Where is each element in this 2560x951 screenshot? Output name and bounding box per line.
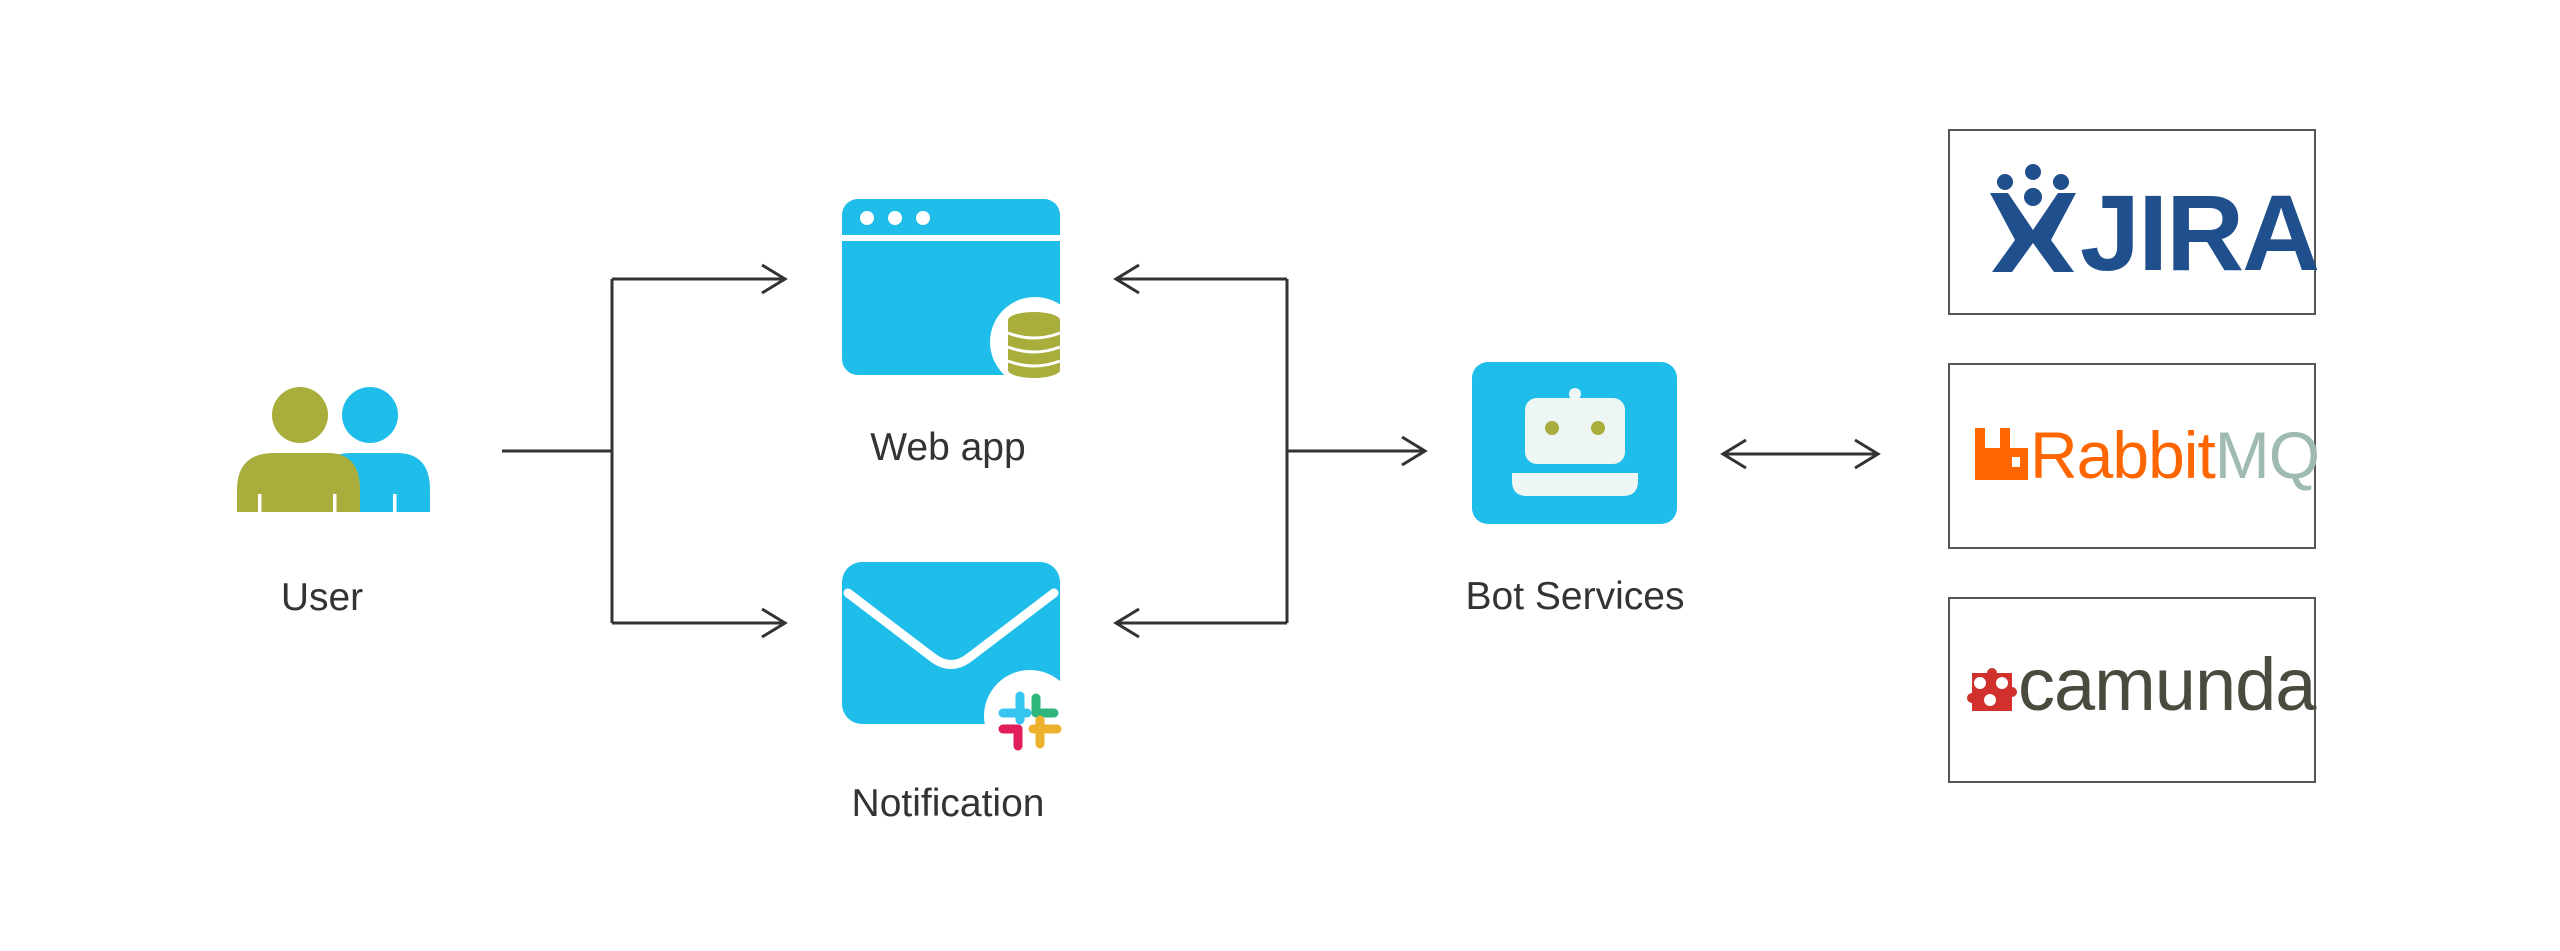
mail-icon bbox=[842, 562, 1076, 762]
notification-label: Notification bbox=[852, 782, 1045, 825]
user-label: User bbox=[281, 576, 363, 619]
camunda-logo-text: camunda bbox=[2018, 643, 2317, 726]
camunda-logo-icon bbox=[1967, 668, 2017, 711]
users-icon bbox=[237, 387, 430, 512]
database-icon bbox=[1007, 312, 1061, 378]
service-box-rabbitmq: RabbitMQ bbox=[1948, 363, 2320, 549]
service-box-jira: JIRA bbox=[1948, 129, 2320, 315]
rabbitmq-text-rabbit: Rabbit bbox=[2030, 418, 2215, 492]
slack-icon bbox=[998, 691, 1062, 751]
jira-logo-icon bbox=[1990, 164, 2076, 272]
jira-logo-text: JIRA bbox=[2080, 172, 2318, 293]
rabbitmq-logo-icon bbox=[1975, 428, 2028, 480]
connectors bbox=[502, 263, 1881, 639]
web-app-label: Web app bbox=[870, 426, 1025, 469]
service-box-camunda: camunda bbox=[1948, 597, 2318, 783]
bot-icon bbox=[1472, 362, 1677, 524]
web-app-icon bbox=[842, 199, 1080, 387]
rabbitmq-logo-text: RabbitMQ bbox=[2030, 418, 2319, 492]
rabbitmq-text-mq: MQ bbox=[2215, 418, 2319, 492]
bot-services-label: Bot Services bbox=[1466, 575, 1685, 618]
